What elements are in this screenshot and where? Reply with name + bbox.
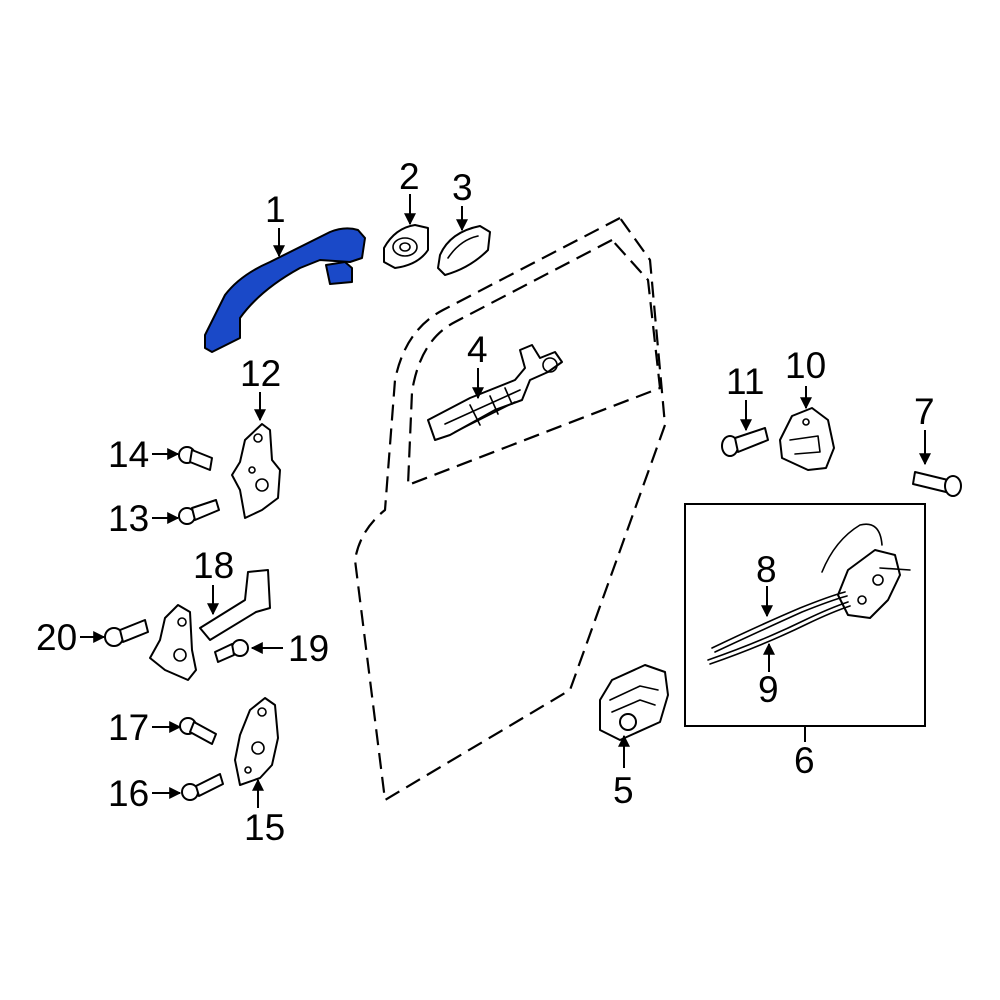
callout-12: 12 [240,353,281,394]
callout-3: 3 [452,167,473,208]
callout-13: 13 [108,498,149,539]
callout-20: 20 [36,617,77,658]
callout-4: 4 [467,329,488,370]
callout-10: 10 [785,345,826,386]
hinge-part-15[interactable] [234,697,279,786]
callout-7: 7 [914,391,935,432]
callout-5: 5 [613,770,634,811]
callout-17: 17 [108,707,149,748]
leader-lines [80,194,931,808]
cable-part-9[interactable] [707,601,851,665]
bolt-part-20[interactable] [104,619,149,647]
bolt-part-17[interactable] [179,717,217,745]
handle-frame-part-4[interactable] [427,344,563,441]
cover-part-3[interactable] [437,225,491,276]
lock-assembly-box [684,503,926,727]
actuator-part-5[interactable] [599,664,669,741]
screw-part-7[interactable] [912,471,962,497]
bolt-part-11[interactable] [721,427,769,457]
callout-2: 2 [399,156,420,197]
bolt-part-16[interactable] [181,773,224,801]
door-outline [353,216,667,802]
bolt-part-19[interactable] [214,639,249,663]
callout-9: 9 [758,669,779,710]
door-lock-part-6[interactable] [821,523,911,619]
callout-14: 14 [108,434,149,475]
callout-15: 15 [244,807,285,848]
bolt-part-13[interactable] [178,499,220,525]
hinge-part-12[interactable] [231,423,281,519]
callout-1: 1 [265,189,286,230]
callout-11: 11 [726,361,764,402]
door-check-part-18[interactable] [149,569,271,681]
outside-handle-part-1[interactable] [204,227,366,353]
escutcheon-part-2[interactable] [383,224,429,269]
cable-part-8[interactable] [711,591,848,653]
callout-8: 8 [756,549,777,590]
callout-19: 19 [288,628,329,669]
highlighted-handle-shape [204,227,366,353]
callout-18: 18 [193,545,234,586]
bolt-part-14[interactable] [178,446,213,471]
callout-16: 16 [108,773,149,814]
striker-part-10[interactable] [779,407,835,471]
callout-labels: 1 2 3 4 5 6 7 8 9 10 11 12 13 14 15 16 1… [36,156,935,848]
callout-6: 6 [794,740,815,781]
